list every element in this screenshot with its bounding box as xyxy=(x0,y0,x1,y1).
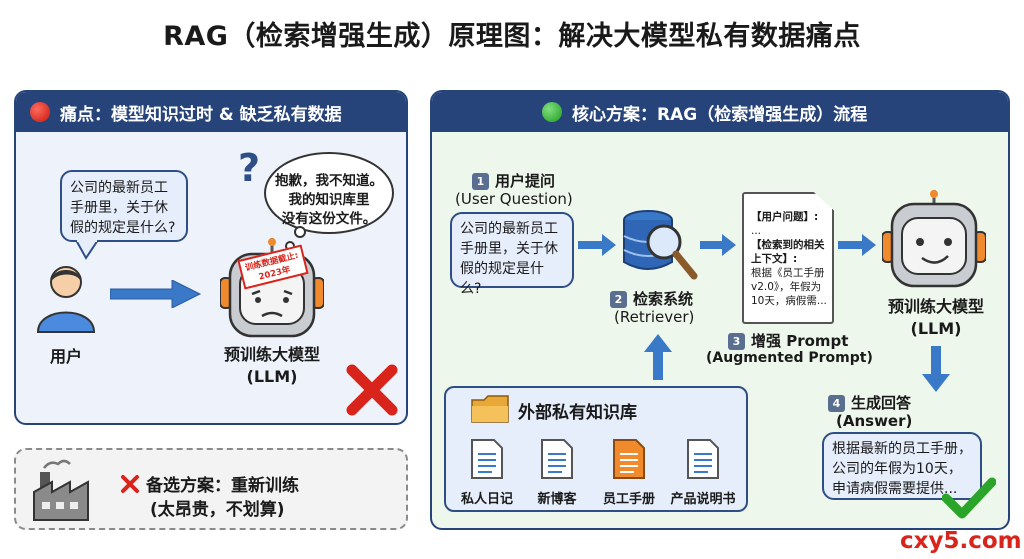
step4-label: 生成回答 xyxy=(851,394,912,412)
doc-label-manual: 产品说明书 xyxy=(670,492,736,507)
small-x-icon xyxy=(121,475,139,493)
step4-title-en: (Answer) xyxy=(836,412,913,430)
pain-point-panel: 痛点：模型知识过时 & 缺乏私有数据 xyxy=(14,90,408,425)
step1-title: 1 用户提问 xyxy=(472,170,555,191)
page-title: RAG（检索增强生成）原理图：解决大模型私有数据痛点 xyxy=(163,21,861,52)
arrow-right-icon xyxy=(838,234,876,256)
doc-label-handbook: 员工手册 xyxy=(602,492,655,507)
factory-icon xyxy=(33,459,89,521)
model-label-en: (LLM) xyxy=(246,367,298,386)
arrow-right-icon xyxy=(110,280,202,308)
prompt-line-2: ... xyxy=(751,225,762,237)
model-label-cn: 预训练大模型 xyxy=(223,345,320,364)
arrow-up-icon xyxy=(644,334,672,380)
step2-title-en: (Retriever) xyxy=(614,308,695,326)
augmented-prompt-document: 【用户问题】: ... 【检索到的相关上下文】: 根据《员工手册 v2.0》，年… xyxy=(742,192,834,324)
thought-line-2: 我的知识库里 xyxy=(288,192,370,208)
alternative-title: 备选方案：重新训练 xyxy=(146,476,299,496)
arrow-down-icon xyxy=(922,346,950,392)
thought-line-3: 没有这份文件。 xyxy=(281,211,377,227)
rag-flow-header: 核心方案：RAG（检索增强生成）流程 xyxy=(432,92,1008,132)
red-dot-icon xyxy=(30,102,50,122)
question-mark-icon: ? xyxy=(238,146,261,190)
folder-icon xyxy=(471,395,509,423)
llm-robot-icon xyxy=(882,190,986,288)
document-icon xyxy=(687,439,719,479)
watermark: cxy5.com xyxy=(900,528,1022,554)
llm-label: 预训练大模型 (LLM) xyxy=(868,296,1004,340)
step2-label: 检索系统 xyxy=(633,290,694,308)
document-icon xyxy=(471,439,503,479)
bubble-tail-icon xyxy=(75,240,99,260)
user-question-bubble: 公司的最新员工手册里，关于休假的规定是什么? xyxy=(60,170,188,242)
step4-title: 4 生成回答 xyxy=(828,392,911,413)
alternative-subtitle: (太昂贵，不划算) xyxy=(150,500,285,520)
step3-title-en: (Augmented Prompt) xyxy=(706,350,873,366)
rag-question-bubble: 公司的最新员工手册里，关于休假的规定是什么? xyxy=(450,212,574,297)
arrow-right-icon xyxy=(700,234,736,256)
prompt-line-3: 【检索到的相关上下文】: xyxy=(751,239,825,265)
thought-line-1: 抱歉，我不知道。 xyxy=(275,173,383,189)
employee-handbook-icon xyxy=(613,439,645,479)
rag-flow-title: 核心方案：RAG（检索增强生成）流程 xyxy=(572,104,868,125)
step3-label: 增强 Prompt xyxy=(751,332,849,350)
arrow-right-icon xyxy=(578,234,616,256)
step2-number: 2 xyxy=(610,291,627,308)
user-label: 用户 xyxy=(49,347,82,366)
doc-label-blog: 新博客 xyxy=(537,492,577,507)
prompt-line-1: 【用户问题】: xyxy=(751,211,819,223)
pain-point-header: 痛点：模型知识过时 & 缺乏私有数据 xyxy=(16,92,406,132)
doc-label-diary: 私人日记 xyxy=(460,492,513,507)
green-check-icon xyxy=(942,477,996,519)
step2-title: 2 检索系统 xyxy=(610,288,693,309)
retriever-database-icon xyxy=(623,210,698,280)
pain-point-title: 痛点：模型知识过时 & 缺乏私有数据 xyxy=(60,104,342,125)
step3-number: 3 xyxy=(728,333,745,350)
llm-label-cn: 预训练大模型 xyxy=(887,297,984,316)
step1-title-en: (User Question) xyxy=(455,190,573,208)
red-x-icon xyxy=(346,364,398,416)
user-icon xyxy=(36,266,96,333)
green-dot-icon xyxy=(542,102,562,122)
step4-number: 4 xyxy=(828,395,845,412)
llm-label-en: (LLM) xyxy=(910,319,962,338)
model-label: 预训练大模型 (LLM) xyxy=(200,344,344,388)
knowledge-base-title: 外部私有知识库 xyxy=(518,403,637,423)
step3-title: 3 增强 Prompt xyxy=(728,330,848,351)
answer-bubble: 根据最新的员工手册，公司的年假为10天，申请病假需要提供... xyxy=(822,432,982,500)
prompt-line-4: 根据《员工手册 v2.0》，年假为10天，病假需... xyxy=(751,267,827,307)
step1-number: 1 xyxy=(472,173,489,190)
step1-label: 用户提问 xyxy=(495,172,556,190)
robot-thought-bubble: 抱歉，我不知道。 我的知识库里 没有这份文件。 xyxy=(264,152,394,234)
document-icon xyxy=(541,439,573,479)
